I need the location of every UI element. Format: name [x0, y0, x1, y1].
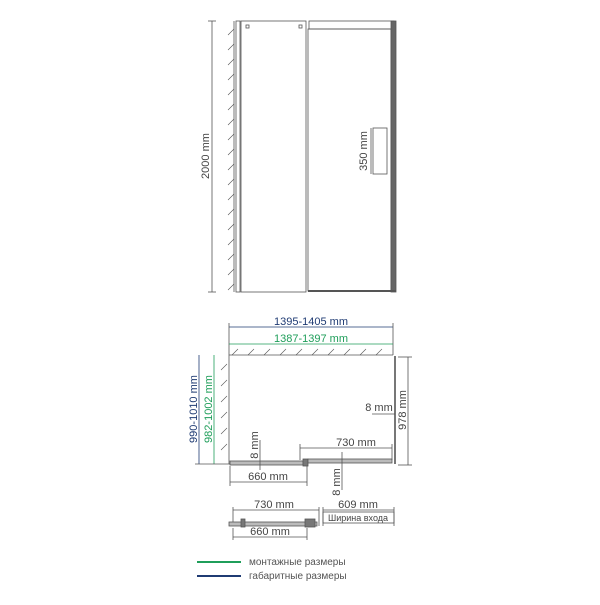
- plan-view: [195, 323, 412, 490]
- handle-label: 350 mm: [358, 131, 370, 171]
- outer-depth-label: 990-1010 mm: [188, 375, 200, 443]
- legend-swatch-navy: [197, 575, 241, 577]
- side-panel-label: 978 mm: [397, 390, 409, 430]
- entry-width-label: 609 mm: [338, 499, 378, 511]
- height-label: 2000 mm: [200, 133, 212, 179]
- legend-swatch-green: [197, 561, 241, 563]
- fixed-label: 660 mm: [248, 471, 288, 483]
- mount-width-label: 1387-1397 mm: [274, 333, 348, 345]
- legend-label: монтажные размеры: [249, 556, 346, 568]
- gap-bottom-label: 8 mm: [331, 468, 343, 496]
- door-label: 730 mm: [336, 437, 376, 449]
- wall-hatch: [227, 28, 235, 291]
- legend-label: габаритные размеры: [249, 570, 347, 582]
- gap-left-label: 8 mm: [249, 431, 261, 459]
- detail-door-label: 730 mm: [254, 499, 294, 511]
- detail-fixed-label: 660 mm: [250, 526, 290, 538]
- outer-width-label: 1395-1405 mm: [274, 316, 348, 328]
- front-view: [208, 20, 397, 293]
- mount-depth-label: 982-1002 mm: [203, 375, 215, 443]
- entry-width-caption: Ширина входа: [328, 513, 388, 523]
- detail-view: [228, 507, 395, 540]
- legend-item-mount: монтажные размеры: [197, 555, 347, 569]
- legend-item-outer: габаритные размеры: [197, 569, 347, 583]
- gap-right-label: 8 mm: [365, 402, 393, 414]
- legend: монтажные размеры габаритные размеры: [197, 555, 347, 583]
